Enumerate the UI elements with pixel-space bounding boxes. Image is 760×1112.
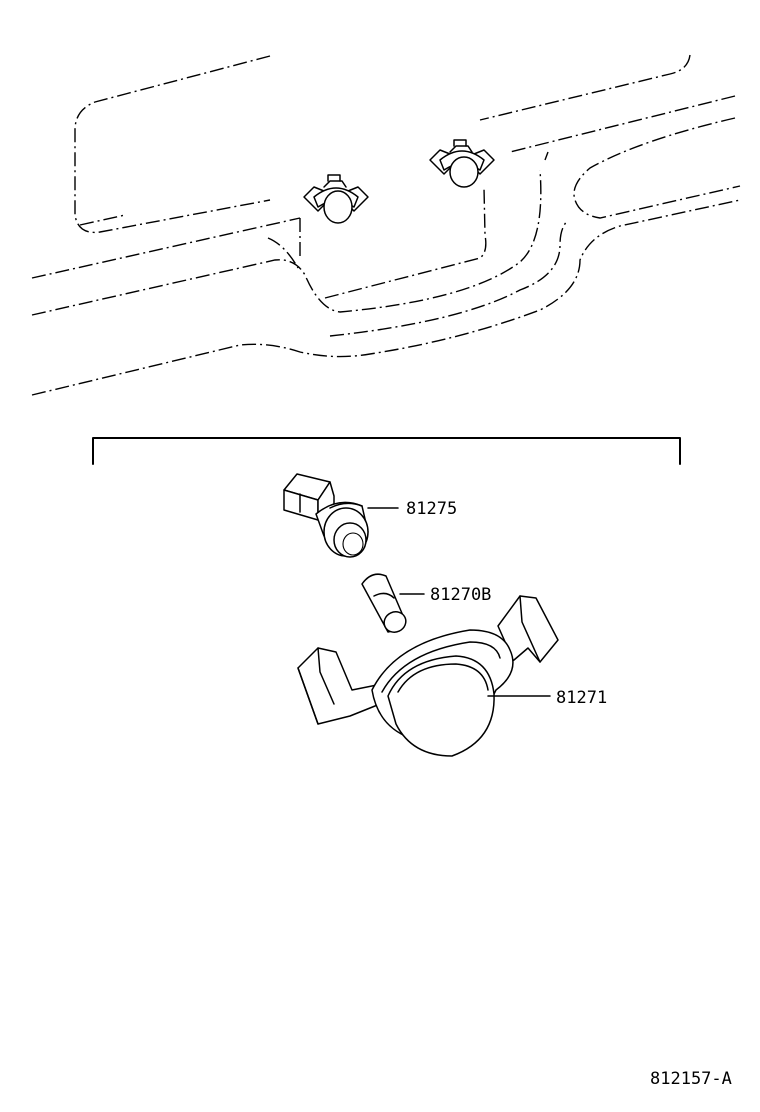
license-lamp-installed-right	[429, 139, 495, 188]
lamp-assembly-part	[297, 595, 559, 757]
figure-code: 812157-A	[650, 1069, 732, 1089]
callout-lamp-label: 81271	[556, 688, 607, 708]
leader-lines	[367, 507, 551, 697]
back-door-panel-outline	[31, 54, 741, 396]
license-lamp-installed-left	[303, 174, 369, 224]
section-bracket	[92, 437, 681, 465]
bulb-part	[361, 573, 407, 633]
callout-bulb-label: 81270B	[430, 585, 491, 605]
callout-socket-label: 81275	[406, 499, 457, 519]
socket-part	[283, 473, 369, 558]
